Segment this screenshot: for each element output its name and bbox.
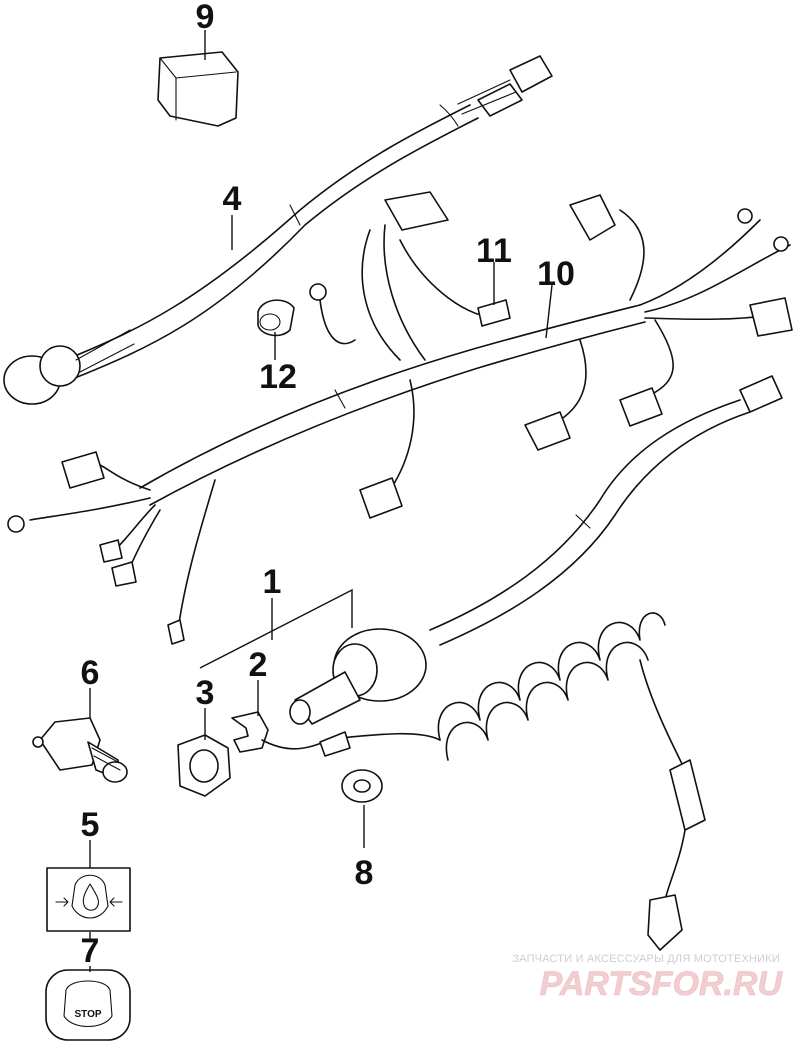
watermark-caption: ЗАПЧАСТИ И АКСЕССУАРЫ ДЛЯ МОТОТЕХНИКИ <box>512 953 780 965</box>
callout-3: 3 <box>196 674 215 712</box>
callout-1: 1 <box>263 563 282 601</box>
coil-cord <box>437 612 666 761</box>
callout-12: 12 <box>259 358 297 396</box>
callout-8: 8 <box>355 854 374 892</box>
part-7-stop-label: STOP <box>45 969 131 1041</box>
leader-lines <box>89 30 553 972</box>
part-4-cable <box>3 55 553 405</box>
watermark-brand: PARTSFOR.RU <box>540 965 784 1003</box>
part-9-cap <box>157 51 239 127</box>
callout-9: 9 <box>196 0 215 36</box>
part-3-nut <box>177 734 231 797</box>
callout-10: 10 <box>537 255 575 293</box>
part-6-sender <box>32 717 128 783</box>
callout-5: 5 <box>81 806 100 844</box>
callout-11: 11 <box>476 232 512 270</box>
part-8-washer <box>341 769 383 803</box>
callout-2: 2 <box>249 646 268 684</box>
part-10-harness <box>7 191 793 645</box>
part-5-oil-label <box>46 867 131 932</box>
callout-4: 4 <box>223 180 242 218</box>
part-2-lanyard <box>231 612 706 951</box>
stop-label-text: STOP <box>74 1009 101 1020</box>
callout-numbers: 9 4 11 10 12 1 2 3 6 8 5 7 <box>81 0 575 970</box>
callout-6: 6 <box>81 654 100 692</box>
callout-7: 7 <box>81 932 100 970</box>
watermark: ЗАПЧАСТИ И АКСЕССУАРЫ ДЛЯ МОТОТЕХНИКИ PA… <box>512 953 783 1003</box>
part-1-stop-switch <box>289 375 783 725</box>
part-12-clip <box>257 299 295 337</box>
